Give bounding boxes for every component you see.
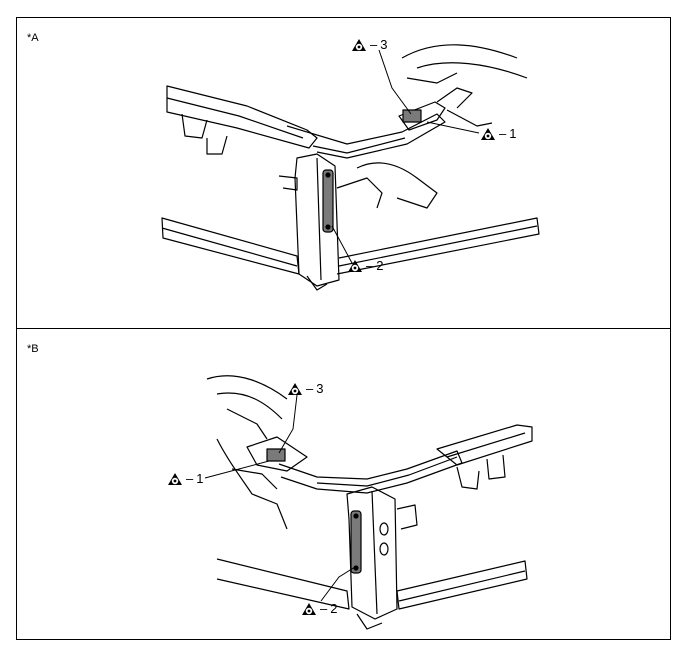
main-crossbeam: [286, 113, 446, 159]
lower-beam: [396, 560, 528, 610]
callout-b-3: – 3: [287, 381, 323, 396]
callout-b-1: – 1: [167, 471, 203, 486]
panel-a-label: *A: [27, 32, 39, 44]
main-crossbeam: [278, 450, 463, 494]
torque-symbol-icon: [301, 602, 317, 616]
figure-frame: *A: [16, 17, 671, 640]
panel-b-drawing: [206, 375, 533, 630]
upper-right-beam: [436, 424, 533, 466]
callout-a-2: – 2: [347, 258, 383, 273]
torque-symbol-icon: [287, 382, 303, 396]
torque-symbol-icon: [347, 259, 363, 273]
lower-beam: [161, 217, 300, 275]
hood-lock-bracket: [398, 101, 446, 131]
vertical-pillar: [346, 486, 398, 620]
panel-b-label: *B: [27, 343, 39, 355]
callout-a-1: – 1: [480, 126, 516, 141]
callout-b-2: – 2: [301, 601, 337, 616]
callout-a-3: – 3: [351, 37, 387, 52]
torque-symbol-icon: [480, 127, 496, 141]
vertical-pillar: [294, 153, 340, 287]
upper-left-beam: [166, 85, 318, 149]
panel-a-drawing: [161, 44, 540, 291]
torque-symbol-icon: [167, 472, 183, 486]
panel-b: *B: [17, 329, 670, 640]
torque-symbol-icon: [351, 38, 367, 52]
panel-a: *A: [17, 18, 670, 329]
